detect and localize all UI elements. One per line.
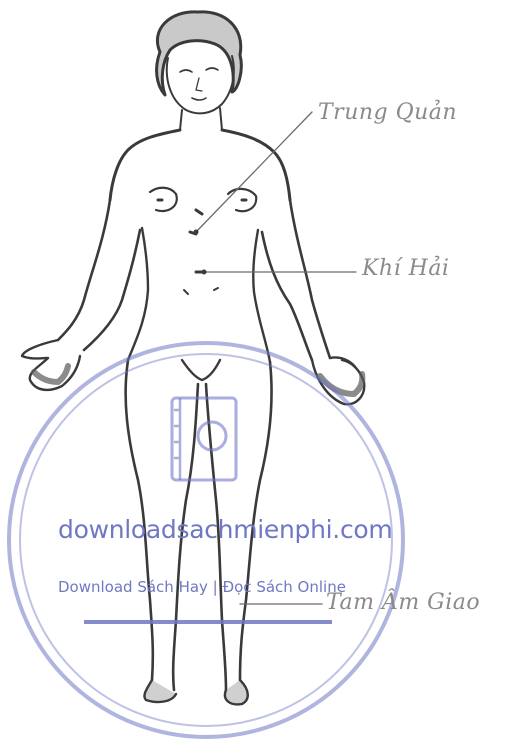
left-foot	[144, 680, 176, 702]
shoulders	[110, 130, 290, 200]
label-khi-hai: Khí Hải	[362, 256, 449, 281]
groin	[182, 360, 220, 380]
left-hand-shading	[34, 366, 68, 382]
label-tam-am-giao: Tam Âm Giao	[326, 590, 480, 615]
watermark-tagline: Download Sách Hay | Đọc Sách Online	[58, 578, 346, 596]
trung-quan-pointer	[196, 112, 312, 232]
neck	[180, 108, 222, 130]
right-arm	[262, 200, 330, 360]
khi-hai-point	[202, 270, 207, 275]
watermark-book-spine	[174, 398, 180, 480]
watermark-site: downloadsachmienphi.com	[58, 515, 392, 544]
left-arm	[58, 200, 140, 350]
mouth	[192, 98, 206, 100]
hair	[157, 12, 242, 95]
head	[167, 56, 234, 113]
label-trung-quan: Trung Quản	[318, 100, 457, 125]
right-foot	[225, 680, 248, 704]
trung-quan-point	[194, 230, 199, 235]
chest	[150, 188, 256, 212]
abdomen-marks	[184, 288, 218, 294]
nose	[196, 78, 202, 91]
chest-marks	[158, 200, 246, 234]
eyes	[180, 68, 218, 72]
torso-left	[128, 228, 148, 360]
